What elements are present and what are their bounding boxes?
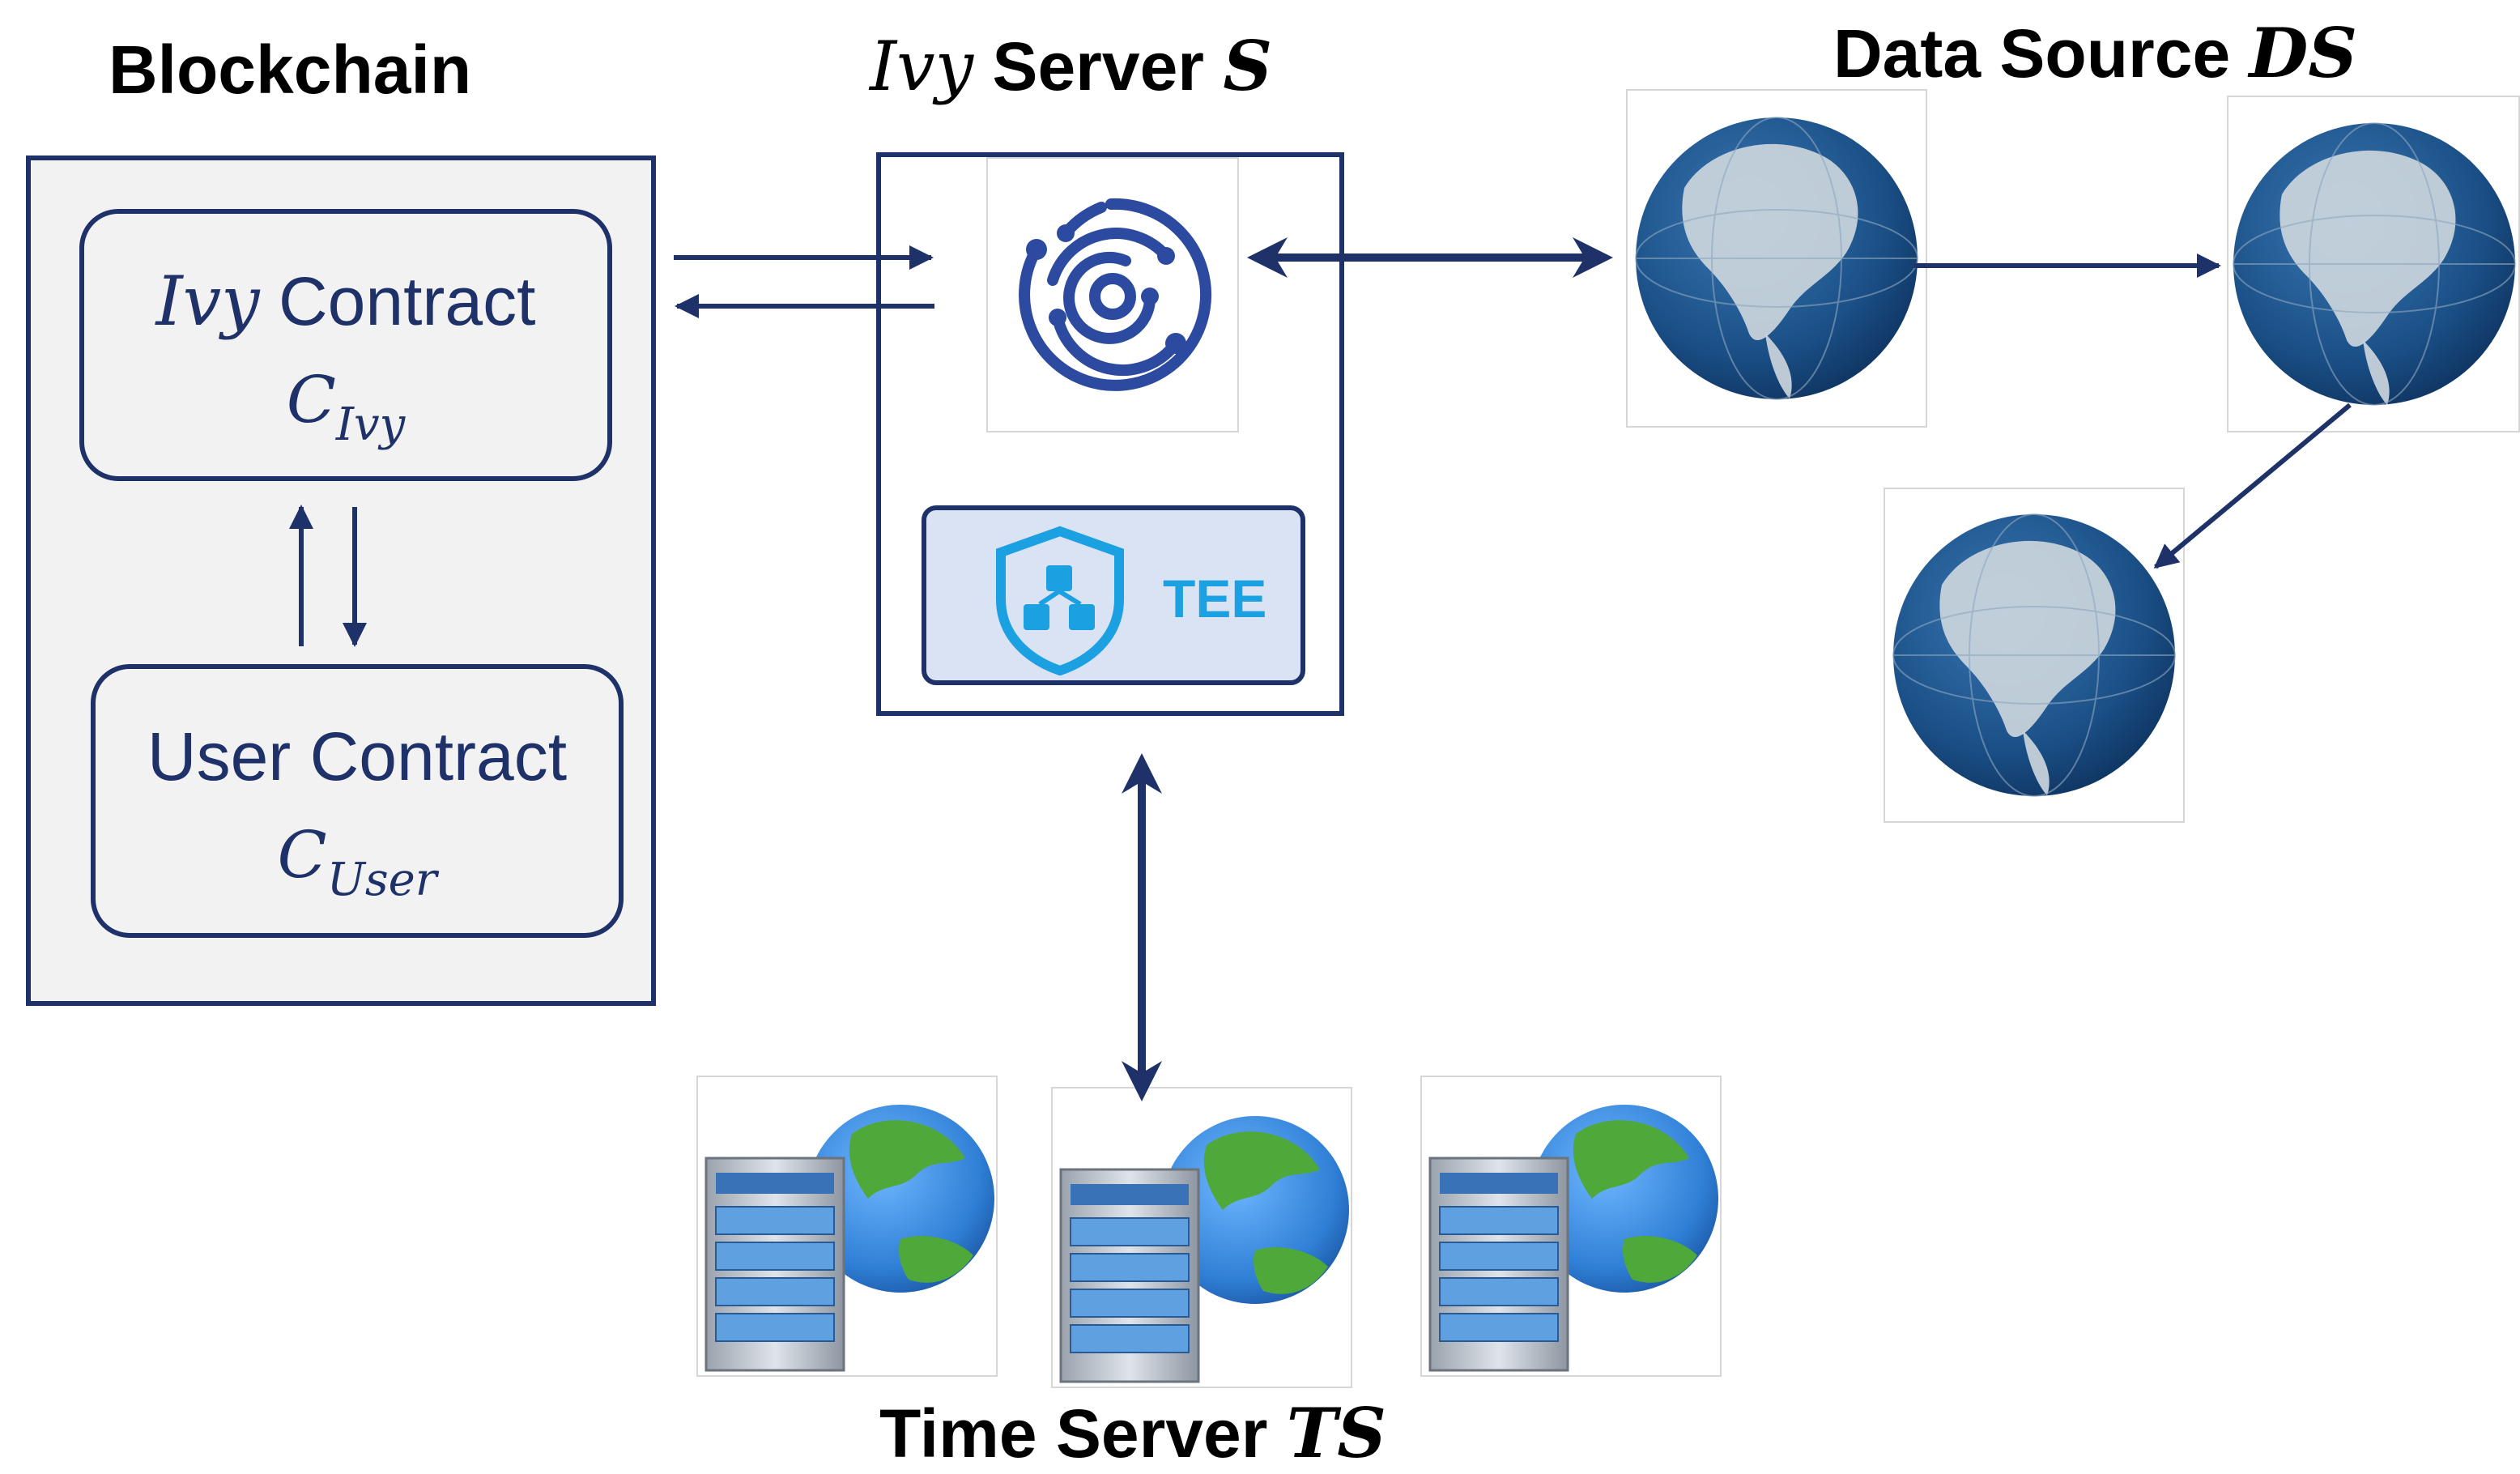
globe-icon xyxy=(1892,513,2176,797)
time-server-3 xyxy=(1420,1076,1722,1377)
ivy-contract-name: Ivy Contract xyxy=(155,262,536,341)
ivy-contract-symbol: CIvy xyxy=(286,362,406,451)
tee-label: TEE xyxy=(1163,569,1267,628)
tee-shield-icon xyxy=(996,526,1124,675)
globe-icon xyxy=(1635,117,1918,400)
server-globe-icon xyxy=(1059,1116,1349,1383)
data-source-globe-1 xyxy=(1626,89,1927,428)
data-source-globe-2 xyxy=(2227,96,2520,432)
server-globe-icon xyxy=(1428,1105,1718,1372)
time-server-1 xyxy=(696,1076,998,1377)
server-globe-icon xyxy=(704,1105,994,1372)
time-server-title: Time Server TS xyxy=(879,1399,1386,1468)
ivy-server-title-symbol: S xyxy=(1223,26,1272,106)
ivy-logo-icon xyxy=(1019,198,1212,391)
time-server-title-text: Time Server xyxy=(879,1395,1287,1472)
user-contract-box: User Contract CUser xyxy=(91,664,624,938)
arrow-globe2-to-globe3 xyxy=(2153,403,2352,569)
ivy-server-title: Ivy Server S xyxy=(870,32,1272,101)
data-source-title-symbol: DS xyxy=(2249,13,2358,93)
ivy-server-title-text: Server xyxy=(973,28,1224,104)
ivy-server-title-ivy: Ivy xyxy=(870,27,974,106)
ivy-logo-frame xyxy=(986,157,1239,432)
globe-icon xyxy=(2233,122,2516,406)
user-contract-name: User Contract xyxy=(147,718,568,795)
data-source-title: Data Source DS xyxy=(1833,19,2357,88)
time-server-2 xyxy=(1051,1087,1352,1388)
time-server-title-symbol: TS xyxy=(1286,1393,1386,1473)
ivy-contract-box: Ivy Contract CIvy xyxy=(79,209,612,481)
tee-box xyxy=(922,505,1305,685)
user-contract-symbol: CUser xyxy=(277,817,437,906)
data-source-title-text: Data Source xyxy=(1833,15,2250,92)
blockchain-title: Blockchain xyxy=(109,32,472,108)
data-source-globe-3 xyxy=(1884,488,2185,823)
